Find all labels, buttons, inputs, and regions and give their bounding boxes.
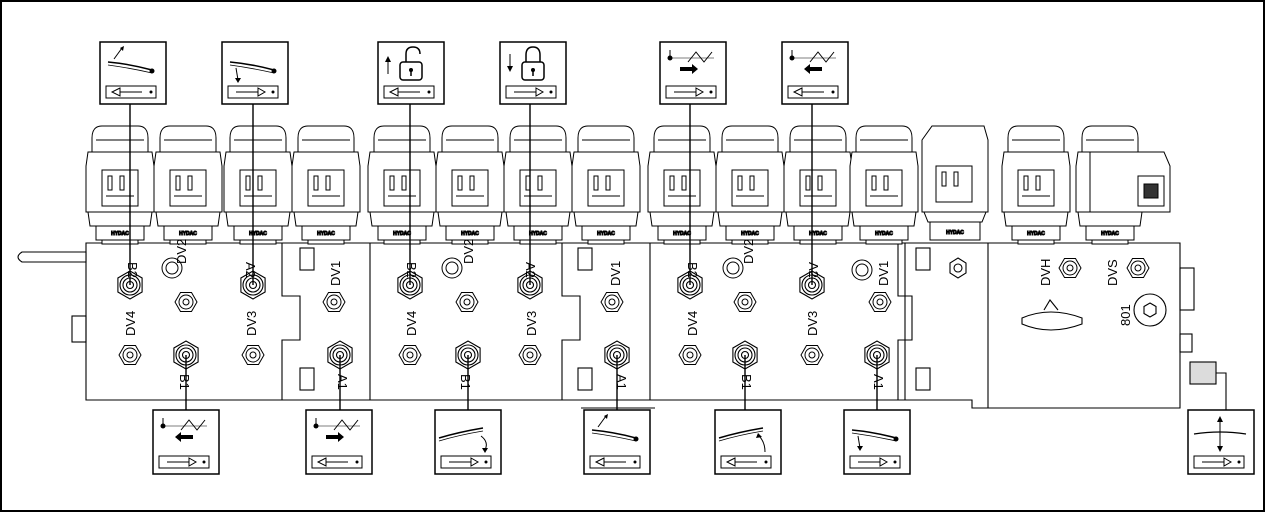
label-a1: A1	[614, 374, 629, 390]
hydac-label: HYDAC	[946, 230, 964, 236]
flap-curve-up-icon	[714, 409, 782, 475]
label-dv2: DV2	[174, 239, 189, 264]
plain-plug	[441, 257, 463, 279]
plain-plug	[851, 259, 873, 281]
label-dv1: DV1	[328, 261, 343, 286]
padlock-closed-icon	[499, 41, 567, 105]
fold-arrow-right-icon	[305, 409, 373, 475]
plain-plug	[722, 257, 744, 279]
label-dv4: DV4	[685, 311, 700, 336]
check-port	[868, 292, 892, 312]
label-dv3: DV3	[244, 311, 259, 336]
label-dv4: DV4	[123, 311, 138, 336]
check-port	[678, 345, 702, 365]
check-port	[1126, 258, 1150, 278]
hydac-label: HYDAC	[1027, 231, 1045, 237]
solenoid-row: HYDAC HYDAC HYDAC HYDAC HYDAC HYDAC HYDAC HYDAC…	[85, 125, 1171, 245]
check-port	[174, 292, 198, 312]
label-b1: B1	[177, 374, 192, 390]
hydac-label: HYDAC	[393, 231, 411, 237]
check-port	[455, 292, 479, 312]
hydac-label: HYDAC	[1101, 231, 1119, 237]
fold-arrow-right-icon	[659, 41, 727, 105]
padlock-open-icon	[377, 41, 445, 105]
check-port	[398, 345, 422, 365]
check-port	[733, 292, 757, 312]
label-a1: A1	[335, 374, 350, 390]
solenoid-coil: HYDAC	[715, 125, 785, 245]
label-b1: B1	[739, 374, 754, 390]
leader-lines	[129, 104, 878, 410]
check-port	[518, 345, 542, 365]
plug-connector	[1089, 151, 1171, 213]
check-port	[800, 345, 824, 365]
label-dvh: DVH	[1038, 259, 1053, 286]
label-b2: B2	[404, 262, 419, 278]
label-dvs: DVS	[1105, 259, 1120, 286]
flap-arrow-up-icon	[583, 409, 651, 475]
flap-arrow-down-icon	[843, 409, 911, 475]
label-b2: B2	[125, 262, 140, 278]
hydac-label: HYDAC	[673, 231, 691, 237]
flap-arrow-up-icon	[99, 41, 167, 105]
label-dv4: DV4	[404, 311, 419, 336]
fold-arrow-left-icon	[781, 41, 849, 105]
solenoid-coil: HYDAC	[223, 125, 293, 245]
solenoid-coil: HYDAC	[849, 125, 919, 245]
port-labels: B2 DV2 A2 DV1 DV4 DV3 B1 A1 B2 DV2 A2 DV…	[123, 239, 1133, 390]
label-a2: A2	[243, 262, 258, 278]
label-a2: A2	[806, 262, 821, 278]
hydac-label: HYDAC	[317, 231, 335, 237]
hydac-label: HYDAC	[249, 231, 267, 237]
pictogram-layer	[99, 41, 1255, 475]
check-port	[322, 292, 346, 312]
hydac-label: HYDAC	[461, 231, 479, 237]
solenoid-coil: HYDAC	[291, 125, 361, 245]
solenoid-coil: HYDAC	[367, 125, 437, 245]
label-b1: B1	[458, 374, 473, 390]
plain-plug	[161, 257, 183, 279]
check-port	[118, 345, 142, 365]
hydac-label: HYDAC	[179, 231, 197, 237]
flap-curve-down-icon	[434, 409, 502, 475]
solenoid-coil: HYDAC	[571, 125, 641, 245]
solenoid-coil: HYDAC	[85, 125, 155, 245]
check-port	[241, 345, 265, 365]
fold-arrow-left-icon	[152, 409, 220, 475]
label-dv1: DV1	[876, 261, 891, 286]
hydac-label: HYDAC	[809, 231, 827, 237]
label-dv2: DV2	[461, 239, 476, 264]
hydac-label: HYDAC	[529, 231, 547, 237]
label-b2: B2	[685, 262, 700, 278]
label-dv3: DV3	[805, 311, 820, 336]
label-dv1: DV1	[608, 261, 623, 286]
solenoid-coil: HYDAC	[435, 125, 505, 245]
hydac-label: HYDAC	[111, 231, 129, 237]
solenoid-coil: HYDAC	[783, 125, 853, 245]
solenoid-coil: HYDAC	[1001, 125, 1071, 245]
check-port	[1058, 258, 1082, 278]
check-port	[600, 292, 624, 312]
manifold-block	[17, 242, 1227, 412]
flap-arrow-down-icon	[221, 41, 289, 105]
solenoid-coil: HYDAC	[153, 125, 223, 245]
solenoid-coil: HYDAC	[647, 125, 717, 245]
label-801: 801	[1118, 304, 1133, 326]
hydac-label: HYDAC	[875, 231, 893, 237]
label-dv2: DV2	[741, 239, 756, 264]
hydac-label: HYDAC	[741, 231, 759, 237]
solenoid-coil: HYDAC	[503, 125, 573, 245]
hydac-label: HYDAC	[597, 231, 615, 237]
label-dv3: DV3	[524, 311, 539, 336]
vertical-arrows-icon	[1187, 409, 1255, 475]
label-a1: A1	[871, 374, 886, 390]
valve-connector: HYDAC	[921, 125, 989, 241]
